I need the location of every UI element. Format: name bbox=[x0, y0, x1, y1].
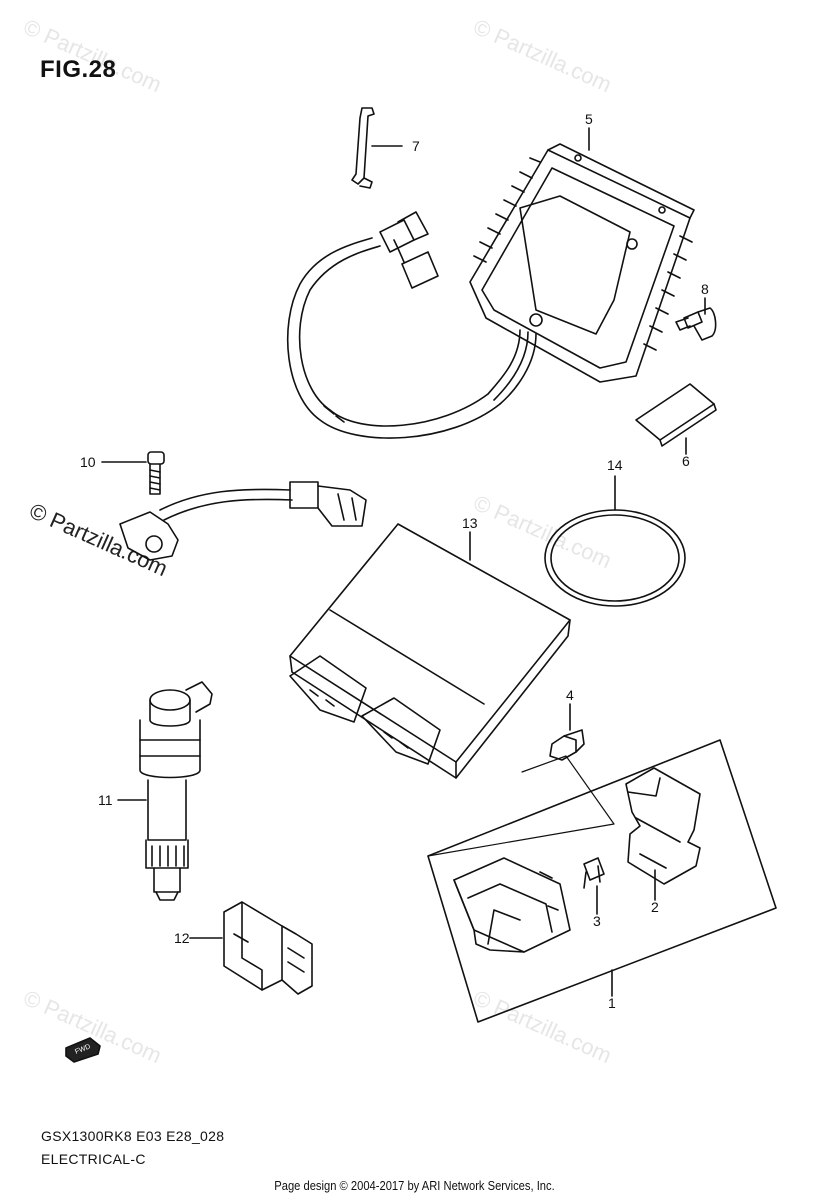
fuse-box-part bbox=[453, 857, 571, 953]
footer-copyright: Page design © 2004-2017 by ARI Network S… bbox=[274, 1178, 555, 1193]
pad-part bbox=[635, 383, 717, 447]
screw-part bbox=[147, 451, 165, 495]
callout-10: 10 bbox=[80, 454, 96, 470]
callout-12: 13 bbox=[462, 515, 478, 531]
fwd-arrow-icon bbox=[65, 1037, 101, 1063]
callout-6: 6 bbox=[682, 453, 690, 469]
small-screw-part bbox=[549, 729, 585, 761]
figure-title: FIG.28 bbox=[40, 56, 117, 83]
connector-part bbox=[223, 901, 313, 995]
callout-13: 12 bbox=[174, 930, 190, 946]
model-code: GSX1300RK8 E03 E28_028 bbox=[41, 1128, 225, 1144]
fuse-box-group bbox=[427, 739, 777, 1023]
fuse-part bbox=[583, 857, 605, 889]
o-ring-inner bbox=[550, 514, 680, 602]
regulator-part bbox=[286, 143, 695, 439]
callout-4: 4 bbox=[566, 687, 574, 703]
section-name: ELECTRICAL-C bbox=[41, 1151, 146, 1167]
ecm-part bbox=[289, 523, 571, 779]
sensor-part bbox=[119, 481, 367, 561]
clip-part bbox=[351, 107, 375, 189]
callout-5: 5 bbox=[585, 111, 593, 127]
ignition-coil-part bbox=[139, 681, 213, 901]
callout-14: 14 bbox=[607, 457, 623, 473]
callout-3: 3 bbox=[593, 913, 601, 929]
o-ring-part bbox=[544, 509, 686, 607]
callout-7: 7 bbox=[412, 138, 420, 154]
callout-2: 2 bbox=[651, 899, 659, 915]
callout-1: 1 bbox=[608, 995, 616, 1011]
fuse-cover-part bbox=[625, 767, 701, 885]
callout-11: 11 bbox=[98, 792, 113, 808]
bolt-part bbox=[675, 307, 717, 341]
callout-8: 8 bbox=[701, 281, 709, 297]
